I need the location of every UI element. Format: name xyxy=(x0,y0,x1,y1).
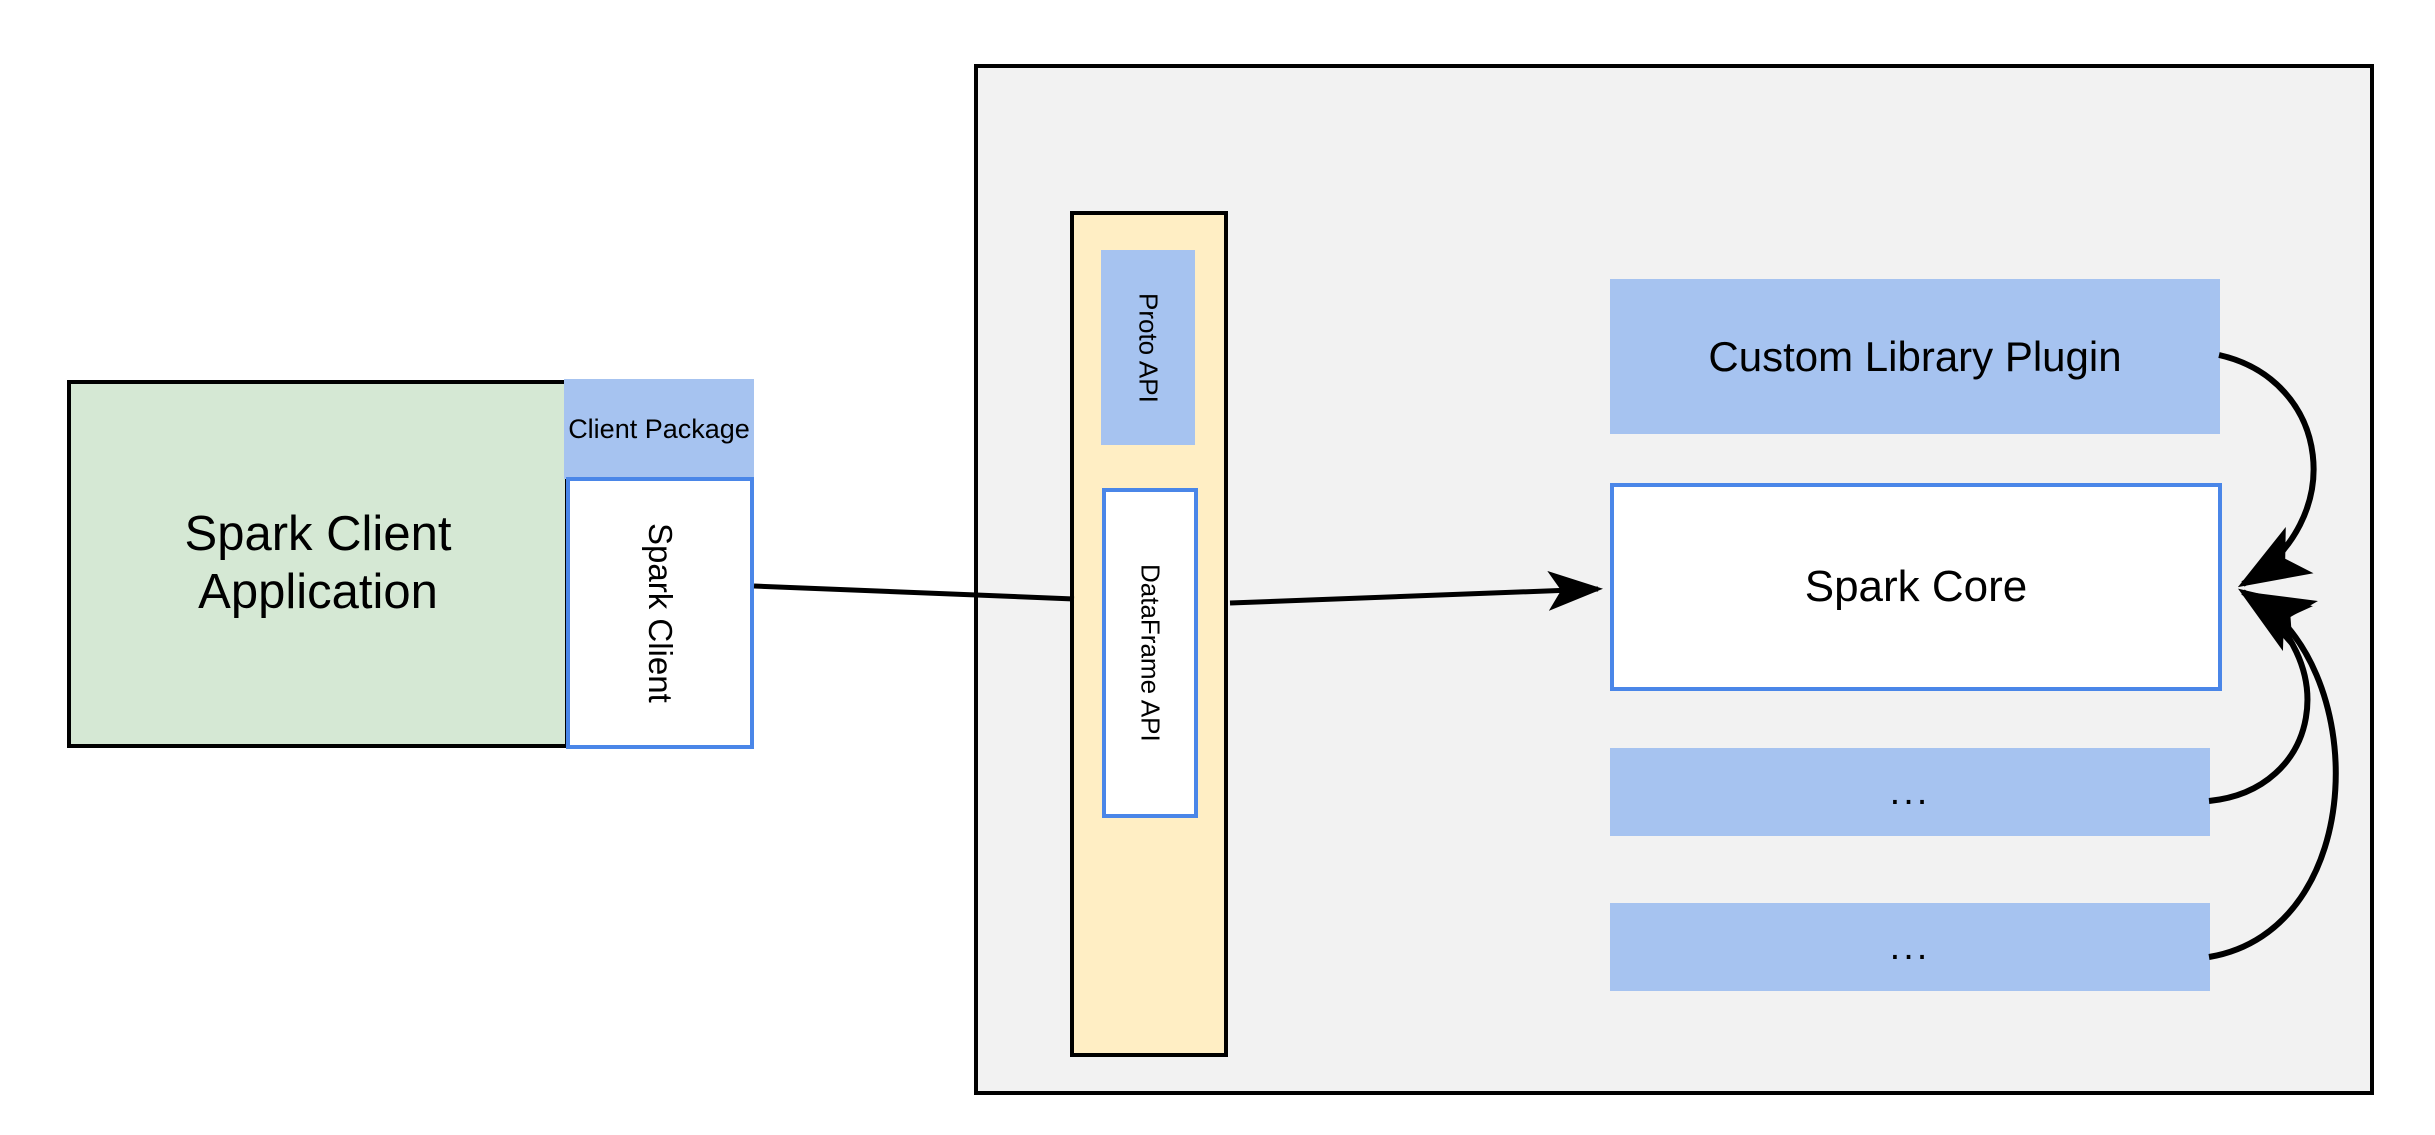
custom-library-plugin-box[interactable]: Custom Library Plugin xyxy=(1610,279,2220,434)
spark-client-label: Spark Client xyxy=(642,523,679,703)
dataframe-api-label: DataFrame API xyxy=(1135,564,1166,742)
proto-api-label: Proto API xyxy=(1133,292,1164,403)
spark-client-box[interactable]: Spark Client xyxy=(566,477,754,749)
ellipsis-box-1[interactable]: ... xyxy=(1610,748,2210,836)
client-package-box[interactable]: Client Package xyxy=(564,379,754,479)
proto-api-box[interactable]: Proto API xyxy=(1101,250,1195,445)
dataframe-api-box[interactable]: DataFrame API xyxy=(1102,488,1198,818)
spark-client-application-box[interactable]: Spark Client Application xyxy=(67,380,569,748)
ellipsis-box-2[interactable]: ... xyxy=(1610,903,2210,991)
spark-core-box[interactable]: Spark Core xyxy=(1610,483,2222,691)
